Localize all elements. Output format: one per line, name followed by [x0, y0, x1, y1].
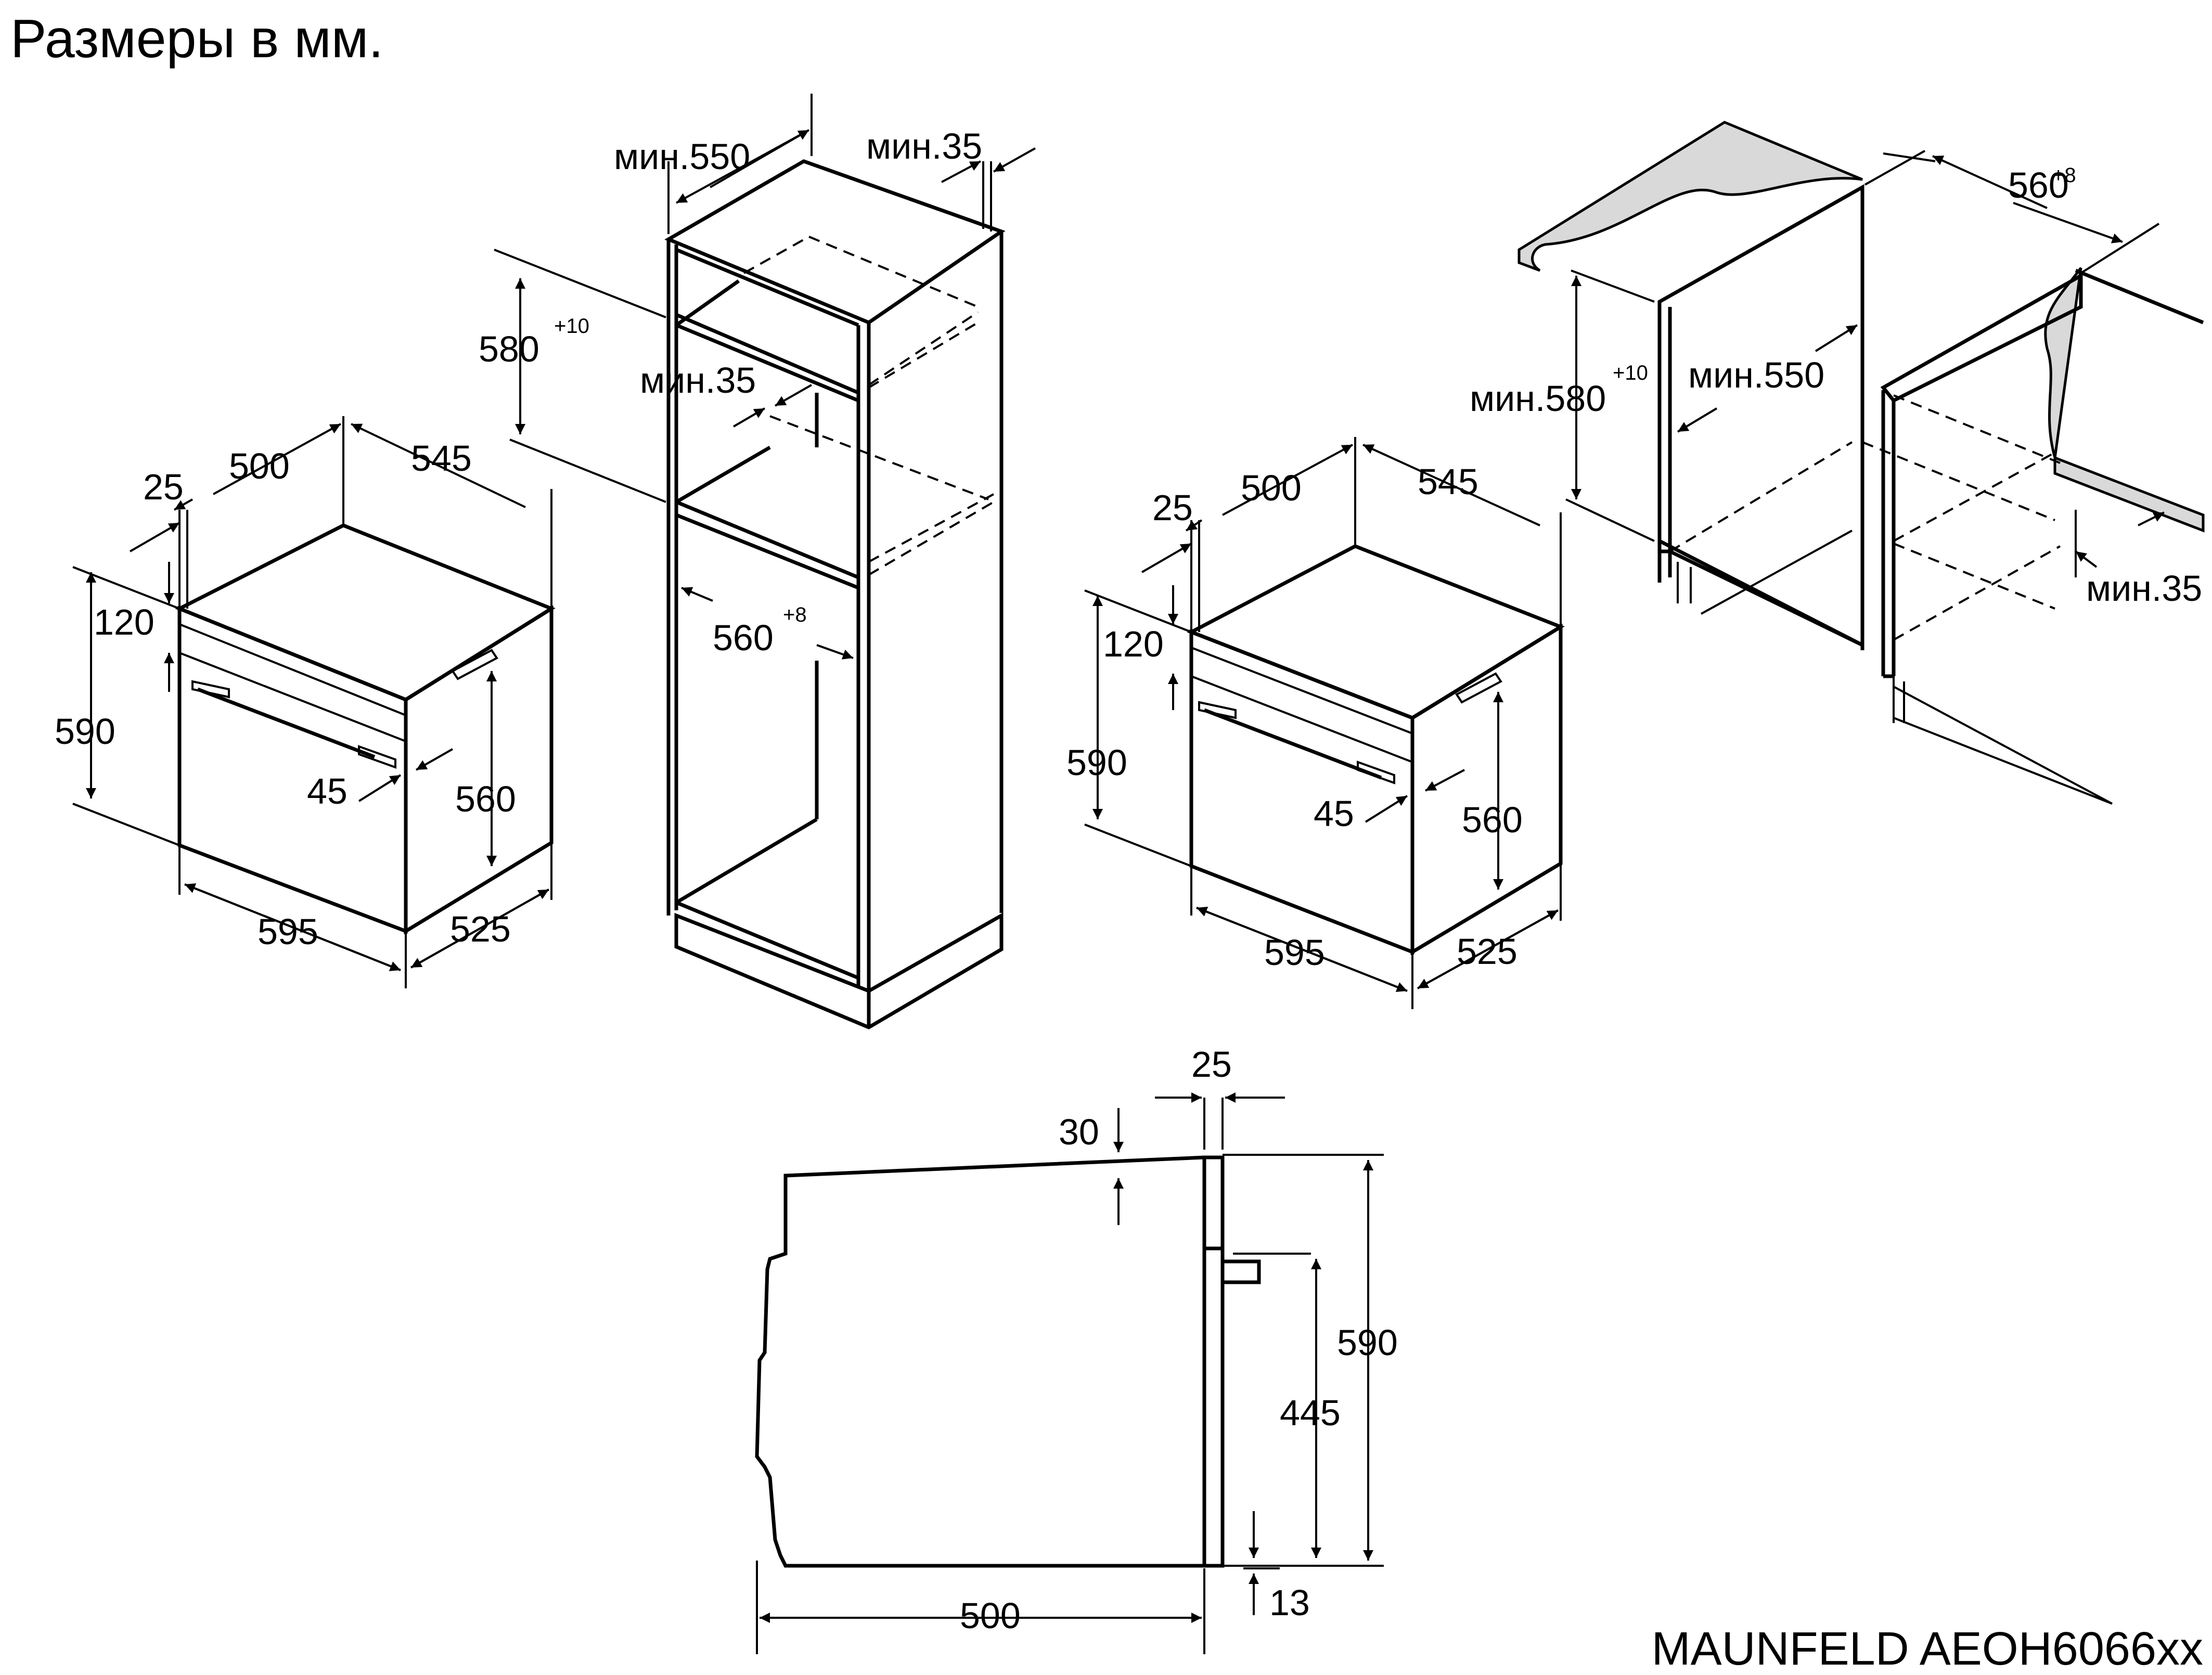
- side-view-height-590: 590: [1337, 1322, 1398, 1363]
- tall-cabinet-h580: 580: [479, 329, 539, 369]
- under-cabinet-w560-tol: +8: [2052, 164, 2076, 187]
- model-name: MAUNFELD AEOH6066xx: [1652, 1623, 2203, 1675]
- page-title: Размеры в мм.: [10, 9, 383, 69]
- oven-left-height-560: 560: [455, 779, 516, 819]
- tall-cabinet-min550: мин.550: [614, 136, 750, 177]
- tall-cabinet-h580-tol: +10: [554, 315, 589, 338]
- oven-right-depth-545: 545: [1418, 461, 1478, 502]
- oven-left-height-590: 590: [55, 711, 115, 752]
- side-view-top-30: 30: [1059, 1112, 1099, 1152]
- under-counter-cabinet-drawing: 560 +8 мин.580 +10 мин.550 мин.35: [1470, 121, 2205, 805]
- tall-cabinet-min35-mid: мин.35: [640, 360, 756, 401]
- oven-left-depth-545: 545: [411, 438, 472, 479]
- oven-left-depth-500: 500: [229, 446, 290, 486]
- oven-left-panel-25: 25: [143, 467, 184, 507]
- oven-right-panel-25: 25: [1152, 487, 1193, 528]
- tall-cabinet-w560-tol: +8: [783, 603, 807, 626]
- oven-right-height-590: 590: [1066, 742, 1127, 783]
- tall-cabinet-drawing: мин.550 мин.35 580 +10 мин.35 560 +8: [479, 94, 1036, 1029]
- under-cabinet-w560: 560: [2008, 165, 2069, 205]
- oven-left-panel-120: 120: [94, 602, 155, 642]
- oven-right-panel-120: 120: [1103, 624, 1164, 664]
- oven-left-width-595: 595: [258, 911, 318, 952]
- oven-right-offset-45: 45: [1314, 793, 1354, 834]
- oven-left-depth-525: 525: [450, 909, 511, 949]
- oven-right-height-560: 560: [1462, 800, 1523, 840]
- oven-left-drawing: 500 545 25 120 590 45 560 595 525: [55, 416, 556, 988]
- oven-right-drawing: 500 545 25 120 590 45 560 595 525: [1066, 437, 1565, 1009]
- side-view-bottom-13: 13: [1269, 1582, 1310, 1623]
- under-cabinet-min580-tol: +10: [1613, 362, 1648, 384]
- tall-cabinet-min35-top: мин.35: [866, 126, 982, 166]
- side-view-drawing: 25 30 590 445 500 13: [755, 1044, 1398, 1654]
- oven-right-depth-525: 525: [1457, 931, 1517, 972]
- under-cabinet-min580: мин.580: [1470, 378, 1606, 419]
- side-view-door-25: 25: [1191, 1044, 1232, 1085]
- side-view-depth-500: 500: [960, 1595, 1021, 1636]
- under-cabinet-min550: мин.550: [1688, 355, 1824, 395]
- oven-right-depth-500: 500: [1241, 468, 1302, 508]
- oven-right-width-595: 595: [1264, 932, 1325, 973]
- tall-cabinet-w560: 560: [713, 617, 774, 658]
- side-view-height-445: 445: [1280, 1393, 1341, 1433]
- under-cabinet-min35: мин.35: [2086, 568, 2202, 609]
- oven-left-offset-45: 45: [307, 771, 348, 811]
